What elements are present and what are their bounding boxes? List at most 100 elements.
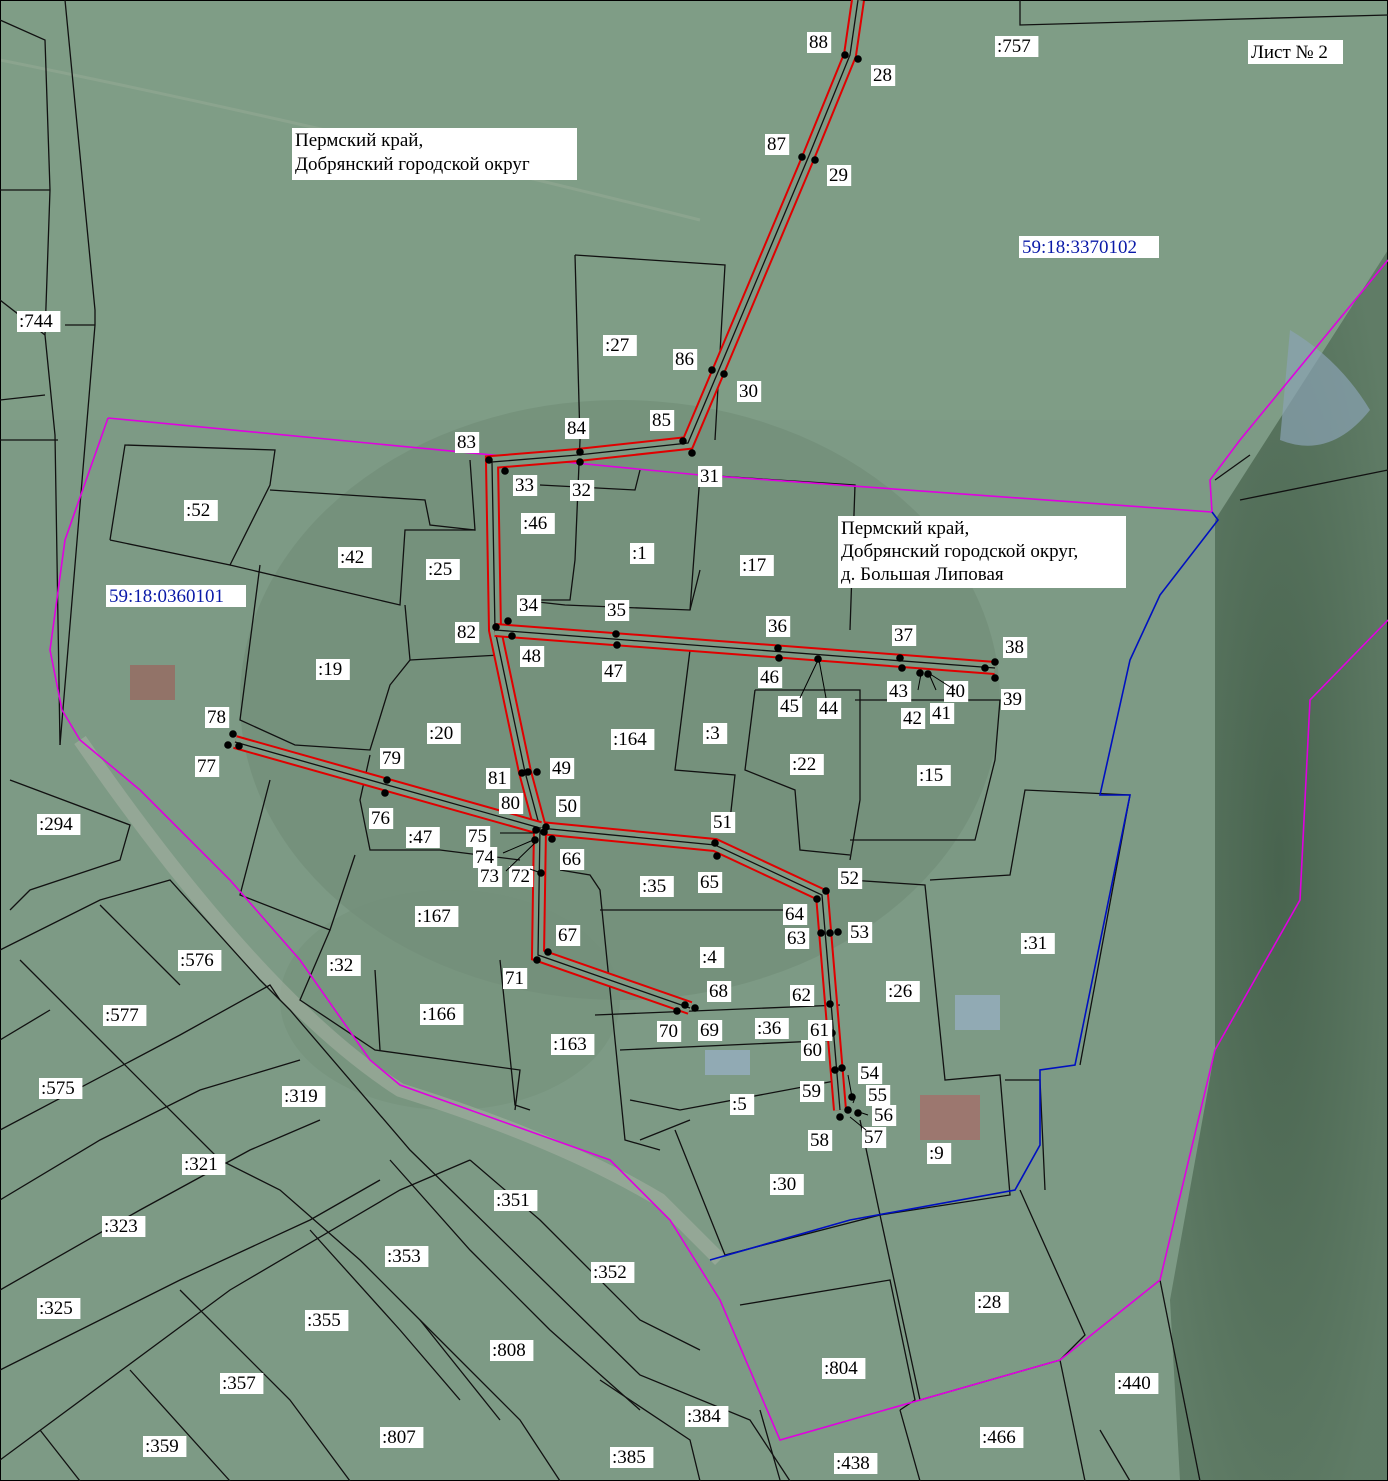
point-label-bg	[778, 696, 803, 717]
parcel-label: :28	[975, 1292, 1009, 1313]
parcel-label-bg	[995, 36, 1039, 57]
parcel-label: :17	[740, 555, 774, 576]
parcel-label-bg	[700, 947, 725, 968]
parcel-label: :46	[521, 513, 555, 534]
parcel-label-text: :808	[492, 1340, 526, 1361]
parcel-label-bg	[182, 1154, 226, 1175]
parcel-label-bg	[730, 1094, 755, 1115]
point-label-text: 41	[932, 703, 951, 724]
point-label-text: 85	[652, 410, 671, 431]
parcel-label: :25	[426, 559, 460, 580]
parcel-label-text: :385	[612, 1447, 646, 1468]
parcel-label-bg	[316, 659, 350, 680]
parcel-label-bg	[178, 950, 222, 971]
parcel-label-text: :351	[496, 1190, 530, 1211]
point-label-bg	[766, 616, 791, 637]
point-label: 39	[1001, 689, 1026, 710]
leader-line	[917, 673, 922, 691]
point-label-text: 74	[475, 847, 495, 868]
parcel-label-text: :804	[824, 1358, 858, 1379]
route-point-marker	[576, 448, 584, 456]
route-point-marker	[548, 835, 556, 843]
point-label-text: 57	[864, 1127, 883, 1148]
point-label: 40	[944, 681, 969, 702]
parcel-label-bg	[610, 1447, 654, 1468]
point-label: 70	[657, 1021, 682, 1042]
point-label: 83	[455, 432, 480, 453]
route-point-marker	[576, 458, 584, 466]
point-label-text: 33	[515, 475, 534, 496]
point-label-bg	[478, 866, 503, 887]
parcel-label-text: :744	[19, 311, 53, 332]
parcel-label-bg	[834, 1453, 878, 1474]
parcel-label-bg	[338, 547, 372, 568]
parcel-label: :166	[420, 1004, 464, 1025]
parcel-label-text: :577	[105, 1005, 139, 1026]
parcel-label-text: :35	[642, 876, 666, 897]
route-point-marker	[691, 1004, 699, 1012]
parcel-label-text: :36	[757, 1018, 781, 1039]
route-point-marker	[383, 776, 391, 784]
point-label: 71	[503, 968, 528, 989]
point-label-text: 76	[371, 808, 390, 829]
parcel-label-text: :27	[605, 335, 629, 356]
parcel-label-text: :26	[888, 981, 912, 1002]
parcel-label: :576	[178, 950, 222, 971]
route-point-marker	[688, 449, 696, 457]
point-label-bg	[650, 410, 675, 431]
point-label-bg	[698, 872, 723, 893]
parcel-label-text: :22	[792, 754, 816, 775]
region-north-line-2: Добрянский городской округ	[295, 154, 530, 175]
point-label: 48	[520, 646, 545, 667]
parcel-label-text: :46	[523, 513, 547, 534]
point-label-bg	[785, 928, 810, 949]
route-point-marker	[981, 664, 989, 672]
parcel-label-text: :31	[1023, 933, 1047, 954]
parcel-label-bg	[305, 1310, 349, 1331]
route-point-marker	[673, 1007, 681, 1015]
point-label-text: 69	[700, 1020, 719, 1041]
parcel-label-bg	[551, 1034, 595, 1055]
point-label-bg	[503, 968, 528, 989]
parcel-label-bg	[327, 955, 361, 976]
parcel-label-text: :17	[742, 555, 766, 576]
parcel-label: :15	[917, 765, 951, 786]
point-label-text: 34	[519, 595, 539, 616]
leader-line	[852, 1097, 856, 1104]
parcel-label-bg	[975, 1292, 1009, 1313]
parcel-label-text: :1	[632, 543, 647, 564]
parcel-label-text: :294	[39, 814, 73, 835]
point-label-bg	[509, 866, 534, 887]
route-point-marker	[235, 742, 243, 750]
parcel-label-text: :321	[184, 1154, 218, 1175]
point-label: 49	[550, 758, 575, 779]
parcel-label-bg	[143, 1436, 187, 1457]
parcel-label-text: :352	[593, 1262, 627, 1283]
quarter-number-east: 59:18:3370102	[1022, 237, 1137, 258]
parcel-label: :31	[1021, 933, 1055, 954]
point-label-bg	[605, 600, 630, 621]
point-label-text: 61	[810, 1020, 829, 1041]
point-label-text: 59	[802, 1081, 821, 1102]
route-point-marker	[485, 456, 493, 464]
point-label-bg	[790, 985, 815, 1006]
route-point-marker	[896, 654, 904, 662]
parcel-label-text: :15	[919, 765, 943, 786]
point-label: 69	[698, 1020, 723, 1041]
region-label-village: Пермский край, Добрянский городской окру…	[838, 516, 1126, 588]
parcel-label-text: :357	[222, 1373, 256, 1394]
point-label: 35	[605, 600, 630, 621]
point-label-bg	[560, 849, 585, 870]
parcel-label: :22	[790, 754, 824, 775]
parcel-label-text: :28	[977, 1292, 1001, 1313]
route-point-marker	[542, 823, 550, 831]
parcel-label: :325	[37, 1298, 81, 1319]
leader-line	[855, 1110, 869, 1116]
route-point-marker	[854, 55, 862, 63]
parcel-label: :808	[490, 1340, 534, 1361]
point-label-text: 82	[457, 622, 476, 643]
point-label: 80	[499, 793, 524, 814]
route-point-marker	[508, 632, 516, 640]
route-point-marker	[844, 1106, 852, 1114]
